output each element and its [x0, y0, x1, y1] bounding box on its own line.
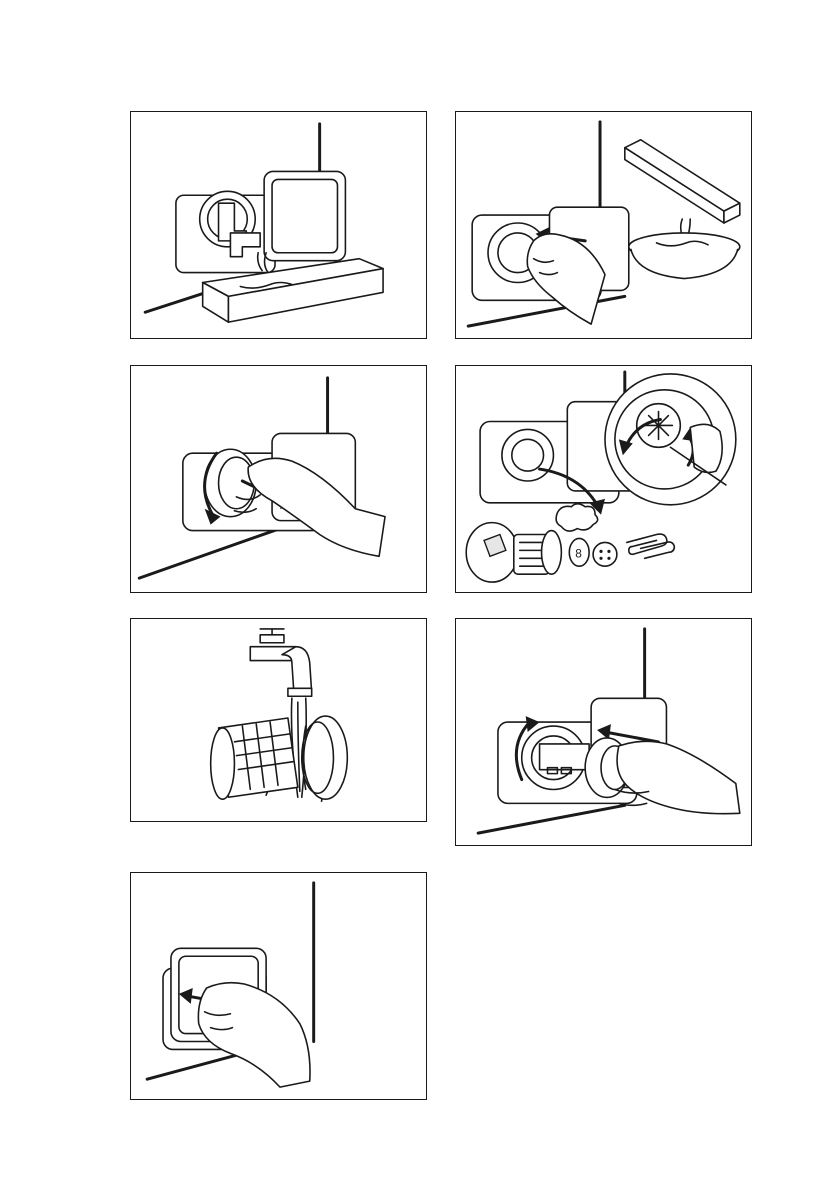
reinsert-and-turn-filter-clockwise-icon: [456, 619, 751, 845]
figure-6-reinsert-filter: [455, 618, 752, 846]
close-pump-flap-icon: [131, 873, 426, 1099]
figure-2-press-cap-pour-water: [455, 111, 752, 339]
press-filter-cap-and-pour-water-icon: [456, 112, 751, 338]
figure-4-clean-pump-housing: 8: [455, 365, 752, 593]
remove-fluff-and-objects-from-pump-icon: 8: [456, 366, 751, 592]
figure-5-rinse-filter: [130, 618, 427, 822]
drain-emergency-hose-into-container-icon: [131, 112, 426, 338]
rinse-filter-under-tap-icon: [131, 619, 426, 821]
figure-7-close-flap: [130, 872, 427, 1100]
figure-3-turn-pull-filter: [130, 365, 427, 593]
figure-1-drain-into-container: [130, 111, 427, 339]
turn-and-pull-out-pump-filter-icon: [131, 366, 426, 592]
svg-text:8: 8: [575, 546, 582, 560]
